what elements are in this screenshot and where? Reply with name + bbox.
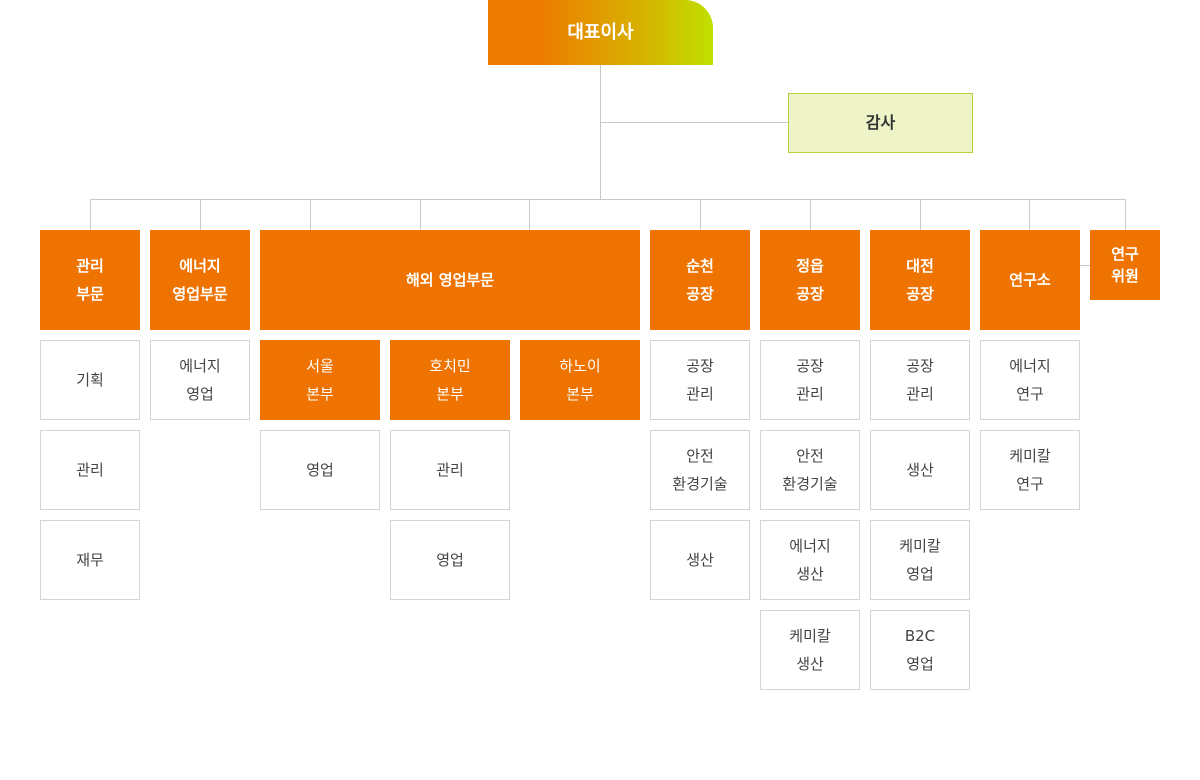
drop-overseas-3 (529, 199, 530, 230)
team-jeongeup-chemical-production: 케미칼 생산 (760, 610, 860, 690)
hq-hochiminh: 호치민 본부 (390, 340, 510, 420)
team-hochiminh-management: 관리 (390, 430, 510, 510)
ceo-box: 대표이사 (488, 0, 713, 65)
drop-overseas-2 (420, 199, 421, 230)
team-jeongeup-energy-production: 에너지 생산 (760, 520, 860, 600)
team-jeongeup-safety: 안전 환경기술 (760, 430, 860, 510)
drop-jeongeup (810, 199, 811, 230)
dept-admin: 관리 부문 (40, 230, 140, 330)
dept-jeongeup-plant: 정읍 공장 (760, 230, 860, 330)
drop-energy-sales (200, 199, 201, 230)
dept-daejeon-plant: 대전 공장 (870, 230, 970, 330)
team-jeongeup-plant-management: 공장 관리 (760, 340, 860, 420)
hq-hanoi: 하노이 본부 (520, 340, 640, 420)
ceo-trunk-line (600, 64, 601, 200)
drop-overseas-1 (310, 199, 311, 230)
audit-branch-line (600, 122, 789, 123)
dept-overseas-sales: 해외 영업부문 (260, 230, 640, 330)
team-admin-planning: 기획 (40, 340, 140, 420)
team-admin-management: 관리 (40, 430, 140, 510)
dept-energy-sales: 에너지 영업부문 (150, 230, 250, 330)
dept-research-lab: 연구소 (980, 230, 1080, 330)
team-lab-chemical-research: 케미칼 연구 (980, 430, 1080, 510)
team-daejeon-plant-management: 공장 관리 (870, 340, 970, 420)
team-admin-finance: 재무 (40, 520, 140, 600)
team-suncheon-production: 생산 (650, 520, 750, 600)
team-daejeon-chemical-sales: 케미칼 영업 (870, 520, 970, 600)
department-bus-line (90, 199, 1126, 200)
drop-lab (1029, 199, 1030, 230)
dept-research-committee: 연구 위원 (1090, 230, 1160, 300)
team-hochiminh-sales: 영업 (390, 520, 510, 600)
team-daejeon-production: 생산 (870, 430, 970, 510)
hq-seoul: 서울 본부 (260, 340, 380, 420)
team-seoul-sales: 영업 (260, 430, 380, 510)
drop-research-committee (1125, 199, 1126, 230)
audit-box: 감사 (788, 93, 973, 153)
team-energy-sales: 에너지 영업 (150, 340, 250, 420)
team-suncheon-plant-management: 공장 관리 (650, 340, 750, 420)
lab-committee-link (1080, 265, 1090, 266)
drop-daejeon (920, 199, 921, 230)
drop-suncheon (700, 199, 701, 230)
team-suncheon-safety: 안전 환경기술 (650, 430, 750, 510)
team-lab-energy-research: 에너지 연구 (980, 340, 1080, 420)
team-daejeon-b2c-sales: B2C 영업 (870, 610, 970, 690)
drop-admin (90, 199, 91, 230)
dept-suncheon-plant: 순천 공장 (650, 230, 750, 330)
